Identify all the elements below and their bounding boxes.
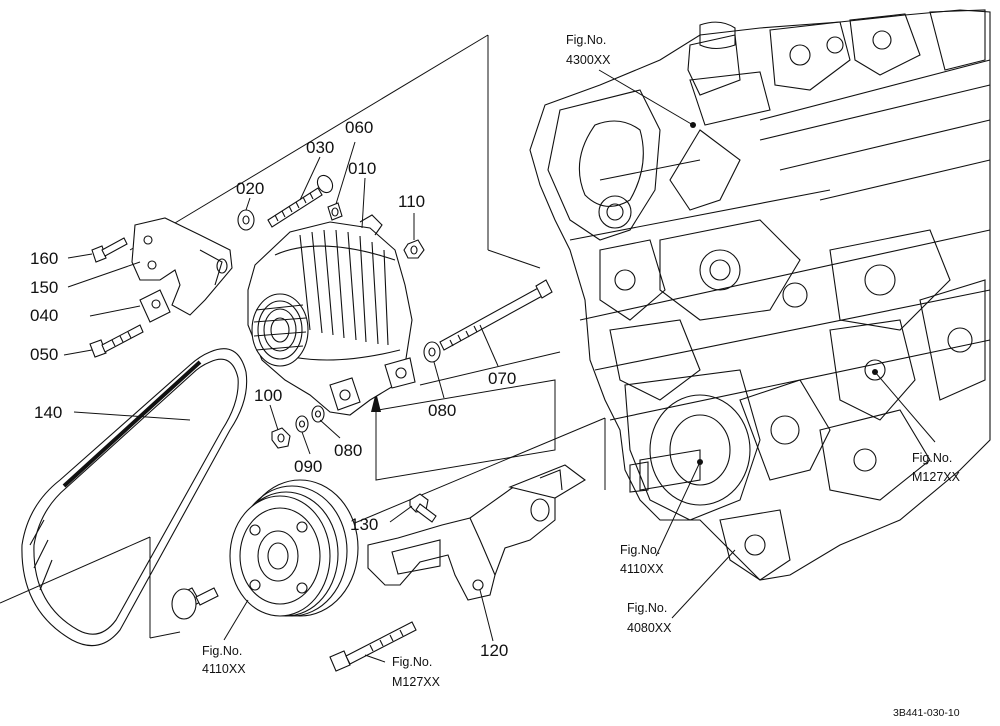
label-160: 160: [30, 249, 58, 268]
part-080-washer-b: [311, 405, 325, 423]
drawing-code: 3B441-030-10: [893, 707, 960, 719]
label-140: 140: [34, 403, 62, 422]
part-050-bolt: [89, 324, 144, 358]
part-labels: 010 020 030 040 050 060 070 080 080 090 …: [30, 118, 516, 660]
fig-ref-4300-line1: Fig.No.: [566, 33, 606, 47]
figure-references: Fig.No. 4300XX Fig.No. M127XX Fig.No. 41…: [202, 33, 961, 689]
fig-ref-4080-line2: 4080XX: [627, 621, 672, 635]
part-100-nut: [271, 427, 291, 449]
label-010: 010: [348, 159, 376, 178]
m127-bolt: [329, 621, 417, 672]
leader-lines: [63, 69, 936, 663]
label-090: 090: [294, 457, 322, 476]
label-100: 100: [254, 386, 282, 405]
part-010-alternator: [247, 214, 416, 416]
label-080b: 080: [334, 441, 362, 460]
label-080a: 080: [428, 401, 456, 420]
crankshaft-pulley: [229, 479, 359, 617]
crank-pulley-bolt: [171, 587, 219, 620]
part-090-washer: [295, 415, 309, 433]
label-060: 060: [345, 118, 373, 137]
label-070: 070: [488, 369, 516, 388]
label-120: 120: [480, 641, 508, 660]
fig-ref-4110b-line1: Fig.No.: [202, 644, 242, 658]
part-060-washer: [327, 202, 343, 221]
part-040-spacer: [139, 289, 171, 323]
part-110-nut: [403, 239, 425, 259]
part-130-bolt: [409, 493, 437, 523]
engine-block: [529, 9, 991, 581]
label-040: 040: [30, 306, 58, 325]
fig-ref-4110b-line2: 4110XX: [202, 662, 246, 676]
label-050: 050: [30, 345, 58, 364]
part-030-bolt: [267, 174, 334, 228]
part-160-bolt: [91, 237, 128, 263]
part-070-bolt: [439, 279, 553, 351]
fig-ref-m127a-line2: M127XX: [912, 470, 961, 484]
label-020: 020: [236, 179, 264, 198]
label-030: 030: [306, 138, 334, 157]
part-140-v-belt: [21, 348, 248, 647]
part-080-washer-a: [423, 341, 441, 363]
part-120-bracket: [367, 464, 586, 601]
outline-frame-lines: [0, 34, 606, 639]
fig-ref-4110a-line2: 4110XX: [620, 562, 664, 576]
part-150-bracket: [131, 217, 233, 316]
fig-ref-4080-line1: Fig.No.: [627, 601, 667, 615]
part-020-washer: [237, 209, 255, 231]
label-150: 150: [30, 278, 58, 297]
fig-ref-4110a-line1: Fig.No.: [620, 543, 660, 557]
fig-ref-m127a-line1: Fig.No.: [912, 451, 952, 465]
label-110: 110: [398, 192, 425, 211]
fig-ref-m127b-line2: M127XX: [392, 675, 441, 689]
label-130: 130: [350, 515, 378, 534]
fig-ref-4300-line2: 4300XX: [566, 53, 611, 67]
fig-ref-m127b-line1: Fig.No.: [392, 655, 432, 669]
